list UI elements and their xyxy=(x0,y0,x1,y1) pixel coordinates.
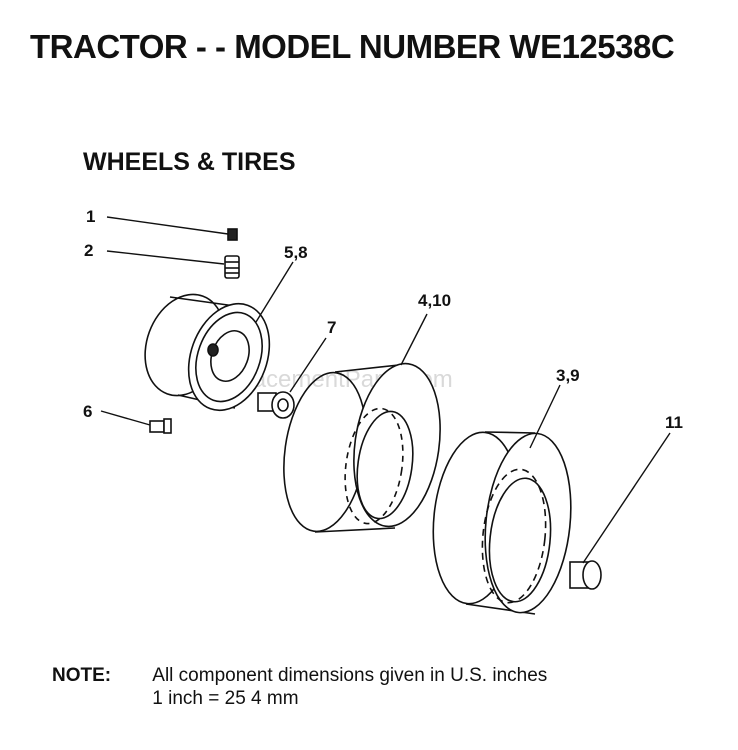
callout-4-10: 4,10 xyxy=(418,291,451,310)
note-line-2: 1 inch = 25 4 mm xyxy=(152,688,299,709)
note-line-1: All component dimensions given in U.S. i… xyxy=(152,665,548,686)
section-title: WHEELS & TIRES xyxy=(83,148,296,176)
page-title: TRACTOR - - MODEL NUMBER WE12538C xyxy=(30,28,675,65)
valve-cap-part xyxy=(227,228,238,241)
callout-2: 2 xyxy=(84,241,93,260)
spacer-cap-part xyxy=(569,560,602,590)
bolt-part xyxy=(149,418,172,434)
callout-6: 6 xyxy=(83,402,92,421)
callout-1: 1 xyxy=(86,207,95,226)
note-body: All component dimensions given in U.S. i… xyxy=(152,664,547,710)
valve-stem-part xyxy=(224,255,240,279)
wheel-rim-part xyxy=(144,293,271,412)
footnote: NOTE: All component dimensions given in … xyxy=(52,664,547,710)
front-tire-part xyxy=(283,362,441,533)
leader-lines xyxy=(100,216,671,564)
bushing-part xyxy=(257,391,295,419)
callout-11: 11 xyxy=(665,413,683,432)
callout-5-8: 5,8 xyxy=(284,243,308,262)
callout-labels: 1 2 5,8 7 4,10 3,9 6 11 xyxy=(83,207,683,432)
callout-3-9: 3,9 xyxy=(556,366,580,385)
callout-7: 7 xyxy=(327,318,336,337)
note-label: NOTE: xyxy=(52,665,112,686)
rear-tire-part xyxy=(432,431,572,615)
